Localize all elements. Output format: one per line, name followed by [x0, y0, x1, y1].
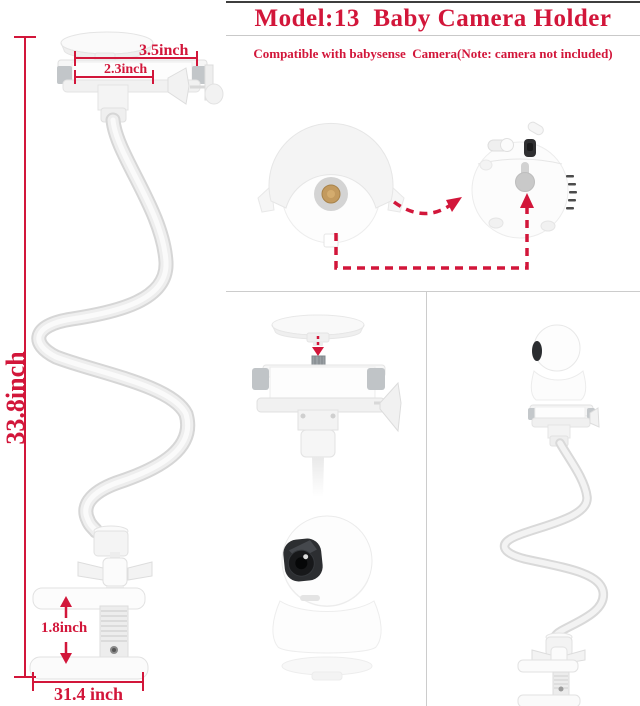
assembled-holder-illustration: [500, 324, 608, 706]
tightening-wing-knob: [379, 381, 402, 433]
down-arrow-head-icon: [312, 347, 324, 356]
holder-closeup-illustration: [252, 314, 402, 497]
tube-stub: [312, 457, 324, 497]
holder-mount-plate: [257, 122, 405, 248]
gooseneck-tube: [500, 438, 608, 652]
divider-horizontal: [226, 291, 640, 292]
mount-screw: [311, 355, 326, 366]
up-arrow-head-icon: [520, 193, 534, 208]
holder-closeup-panel: [228, 291, 426, 497]
divider-vertical: [426, 291, 427, 706]
gooseneck-holder-illustration: [14, 31, 224, 691]
mount-disc-detail-panel: [228, 36, 640, 291]
dim-label-clamp-opening: 1.8inch: [41, 620, 88, 636]
desk-clamp: [517, 632, 586, 706]
main-product-view: 3.5inch 2.3inch 33.8inch 1.8inch 31.4 in…: [0, 0, 228, 706]
camera-on-holder: [530, 324, 587, 401]
camera-base-back: [471, 121, 577, 239]
holder-head: [528, 404, 600, 447]
compatibility-note: Compatible with babysense Camera(Note: c…: [253, 46, 613, 61]
gooseneck-tube: [31, 112, 196, 539]
mount-disc-above: [271, 314, 365, 346]
baby-camera-illustration: [272, 515, 382, 681]
camera-head: [281, 515, 373, 607]
header-divider: [226, 35, 640, 36]
desk-clamp: [29, 525, 153, 680]
camera-lens: [283, 538, 323, 582]
dim-label-top-width: 3.5inch: [139, 42, 189, 59]
speaker-slots: [566, 175, 577, 210]
disc-pair-illustration: [257, 121, 577, 270]
tightening-wing-knob: [167, 67, 190, 105]
mount-disc-below: [281, 656, 373, 681]
page-title: Model:13 Baby Camera Holder: [254, 5, 612, 32]
assembled-view-panel: [427, 291, 640, 706]
dimension-lines: [14, 36, 198, 691]
curved-arrow-head-icon: [446, 197, 462, 212]
dim-label-total-height: 33.8inch: [1, 351, 30, 445]
phone-clamp-head: [252, 364, 402, 497]
camera-body: [272, 600, 382, 654]
header-top-rule: [226, 1, 640, 3]
camera-panel: [228, 497, 426, 706]
camera-lens-side: [532, 341, 542, 361]
dim-label-base-width: 31.4 inch: [54, 684, 124, 704]
clamp-wing-nut: [102, 557, 128, 587]
clamp-head: [57, 59, 224, 123]
assembly-arrows: [334, 193, 534, 270]
dim-label-inner-width: 2.3inch: [104, 62, 148, 77]
